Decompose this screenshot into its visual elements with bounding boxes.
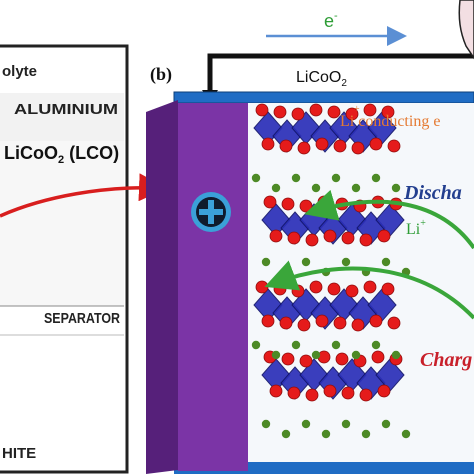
charge-label: Charg (420, 349, 472, 371)
electron-label: e- (324, 10, 338, 31)
lithium-ion (352, 351, 360, 359)
lithium-ion (402, 430, 410, 438)
lithium-ion (292, 341, 300, 349)
oxygen-atom (264, 196, 276, 208)
discharge-label: Discha (403, 182, 462, 204)
oxygen-atom (382, 283, 394, 295)
oxygen-atom (282, 353, 294, 365)
oxygen-atom (306, 389, 318, 401)
oxygen-atom (360, 234, 372, 246)
lithium-ion (302, 420, 310, 428)
oxygen-atom (270, 385, 282, 397)
oxygen-atom (300, 200, 312, 212)
oxygen-atom (336, 353, 348, 365)
lithium-ion (282, 268, 290, 276)
lithium-ion (332, 341, 340, 349)
lithium-ion (362, 430, 370, 438)
oxygen-atom (370, 315, 382, 327)
lithium-ion (262, 420, 270, 428)
lithium-ion (372, 174, 380, 182)
cathode-block-front (178, 103, 248, 471)
oxygen-atom (298, 142, 310, 154)
lithium-ion (352, 184, 360, 192)
oxygen-atom (288, 232, 300, 244)
oxygen-atom (310, 281, 322, 293)
oxygen-atom (262, 138, 274, 150)
conducting-label: Li conducting e (340, 113, 440, 130)
lithium-ion (392, 184, 400, 192)
oxygen-atom (388, 140, 400, 152)
oxygen-atom (316, 315, 328, 327)
oxygen-atom (300, 355, 312, 367)
oxygen-atom (364, 281, 376, 293)
lithium-ion (322, 430, 330, 438)
lithium-ion (272, 184, 280, 192)
lithium-ion (262, 258, 270, 266)
lithium-ion (292, 174, 300, 182)
oxygen-atom (342, 387, 354, 399)
oxygen-atom (324, 230, 336, 242)
oxygen-atom (280, 317, 292, 329)
oxygen-atom (270, 230, 282, 242)
oxygen-atom (256, 281, 268, 293)
oxygen-atom (334, 317, 346, 329)
oxygen-atom (342, 232, 354, 244)
conducting-superscript: + (354, 104, 360, 115)
lithium-ion (342, 258, 350, 266)
electrolyte-label: olyte (2, 63, 37, 80)
lithium-ion (392, 351, 400, 359)
oxygen-atom (372, 351, 384, 363)
lithium-ion (272, 351, 280, 359)
lithium-ion (312, 184, 320, 192)
lithium-ion (382, 420, 390, 428)
lithium-ion (252, 341, 260, 349)
oxygen-atom (334, 140, 346, 152)
oxygen-atom (370, 138, 382, 150)
oxygen-atom (274, 283, 286, 295)
cathode-block-side (146, 100, 178, 474)
panel-label: (b) (150, 64, 172, 85)
oxygen-atom (378, 230, 390, 242)
right-panel: (b) e- LiCoO2 Li conducting e + Discha (146, 0, 474, 474)
oxygen-atom (292, 285, 304, 297)
lithium-ion (372, 341, 380, 349)
oxygen-atom (288, 387, 300, 399)
oxygen-atom (292, 108, 304, 120)
lithium-ion (382, 258, 390, 266)
oxygen-atom (324, 385, 336, 397)
separator-label: SEPARATOR (44, 310, 120, 327)
lithium-ion (312, 351, 320, 359)
left-panel: olyte ALUMINIUM LiCoO2 (LCO) SEPARATOR H… (0, 46, 160, 472)
lithium-ion (342, 420, 350, 428)
graphite-label: HITE (2, 445, 36, 462)
oxygen-atom (388, 317, 400, 329)
aluminium-label: ALUMINIUM (14, 101, 118, 118)
oxygen-atom (282, 198, 294, 210)
oxygen-atom (298, 319, 310, 331)
oxygen-atom (262, 315, 274, 327)
oxygen-atom (378, 385, 390, 397)
lithium-ion (252, 174, 260, 182)
oxygen-atom (310, 104, 322, 116)
bulb-icon (459, 0, 474, 58)
lithium-ion (302, 258, 310, 266)
lithium-ion (282, 430, 290, 438)
oxygen-atom (256, 104, 268, 116)
cathode-material-label: LiCoO2 (296, 69, 347, 89)
oxygen-atom (328, 106, 340, 118)
oxygen-atom (346, 285, 358, 297)
oxygen-atom (352, 142, 364, 154)
oxygen-atom (328, 283, 340, 295)
oxygen-atom (360, 389, 372, 401)
oxygen-atom (318, 351, 330, 363)
oxygen-atom (352, 319, 364, 331)
top-current-collector (174, 92, 474, 103)
oxygen-atom (316, 138, 328, 150)
oxygen-atom (280, 140, 292, 152)
lithium-ion (332, 174, 340, 182)
oxygen-atom (274, 106, 286, 118)
oxygen-atom (306, 234, 318, 246)
